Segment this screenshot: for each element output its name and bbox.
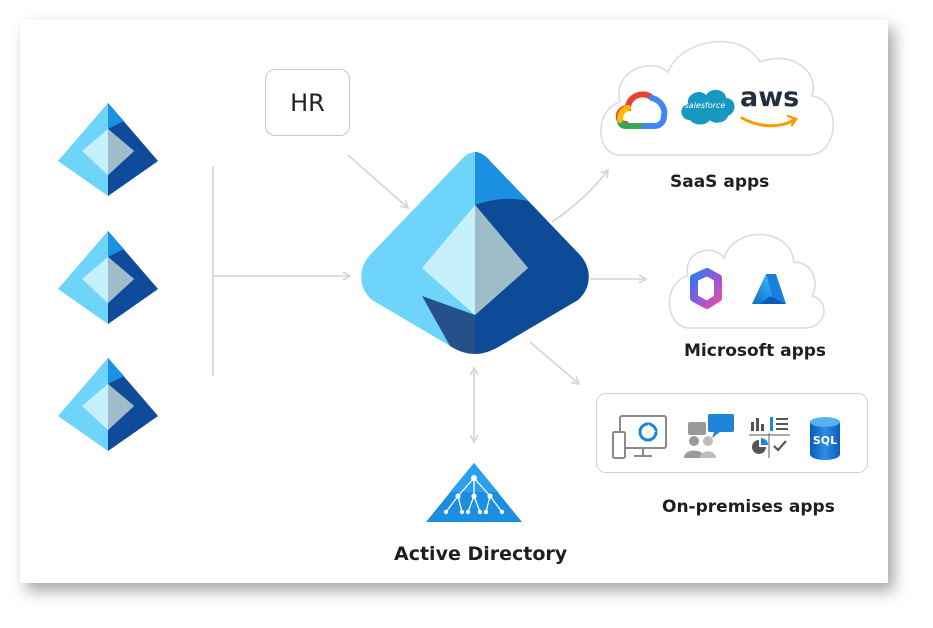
microsoft-apps-label: Microsoft apps — [684, 341, 827, 361]
entra-id-tenant-icon-2 — [58, 231, 158, 324]
analytics-checklist-icon — [749, 417, 790, 458]
aws-arrow-icon — [786, 114, 798, 127]
microsoft-365-icon — [690, 268, 722, 309]
center-to-onprem-arrow — [529, 341, 581, 386]
chat-users-icon — [684, 414, 734, 458]
google-cloud-icon — [615, 91, 668, 129]
entra-id-tenant-icon-1 — [58, 103, 158, 196]
hr-label: HR — [290, 88, 325, 117]
center-to-saas-arrow — [551, 168, 609, 223]
salesforce-logo-text: salesforce — [684, 101, 726, 110]
entra-id-central-icon — [361, 152, 589, 354]
hr-to-center-arrow — [347, 154, 410, 210]
aws-logo-text: aws — [740, 82, 800, 113]
active-directory-icon — [426, 463, 522, 522]
hr-source-box: HR — [265, 69, 350, 136]
saas-apps-label: SaaS apps — [670, 172, 770, 192]
aws-smile-icon — [740, 116, 796, 128]
remote-desktop-icon — [612, 415, 667, 459]
entra-id-tenant-icon-3 — [58, 358, 158, 451]
sql-logo-text: SQL — [812, 434, 838, 447]
onprem-apps-label: On-premises apps — [662, 497, 835, 517]
sql-database-icon — [810, 417, 840, 460]
active-directory-label: Active Directory — [394, 543, 568, 565]
azure-icon — [752, 274, 786, 304]
salesforce-icon — [681, 89, 735, 125]
